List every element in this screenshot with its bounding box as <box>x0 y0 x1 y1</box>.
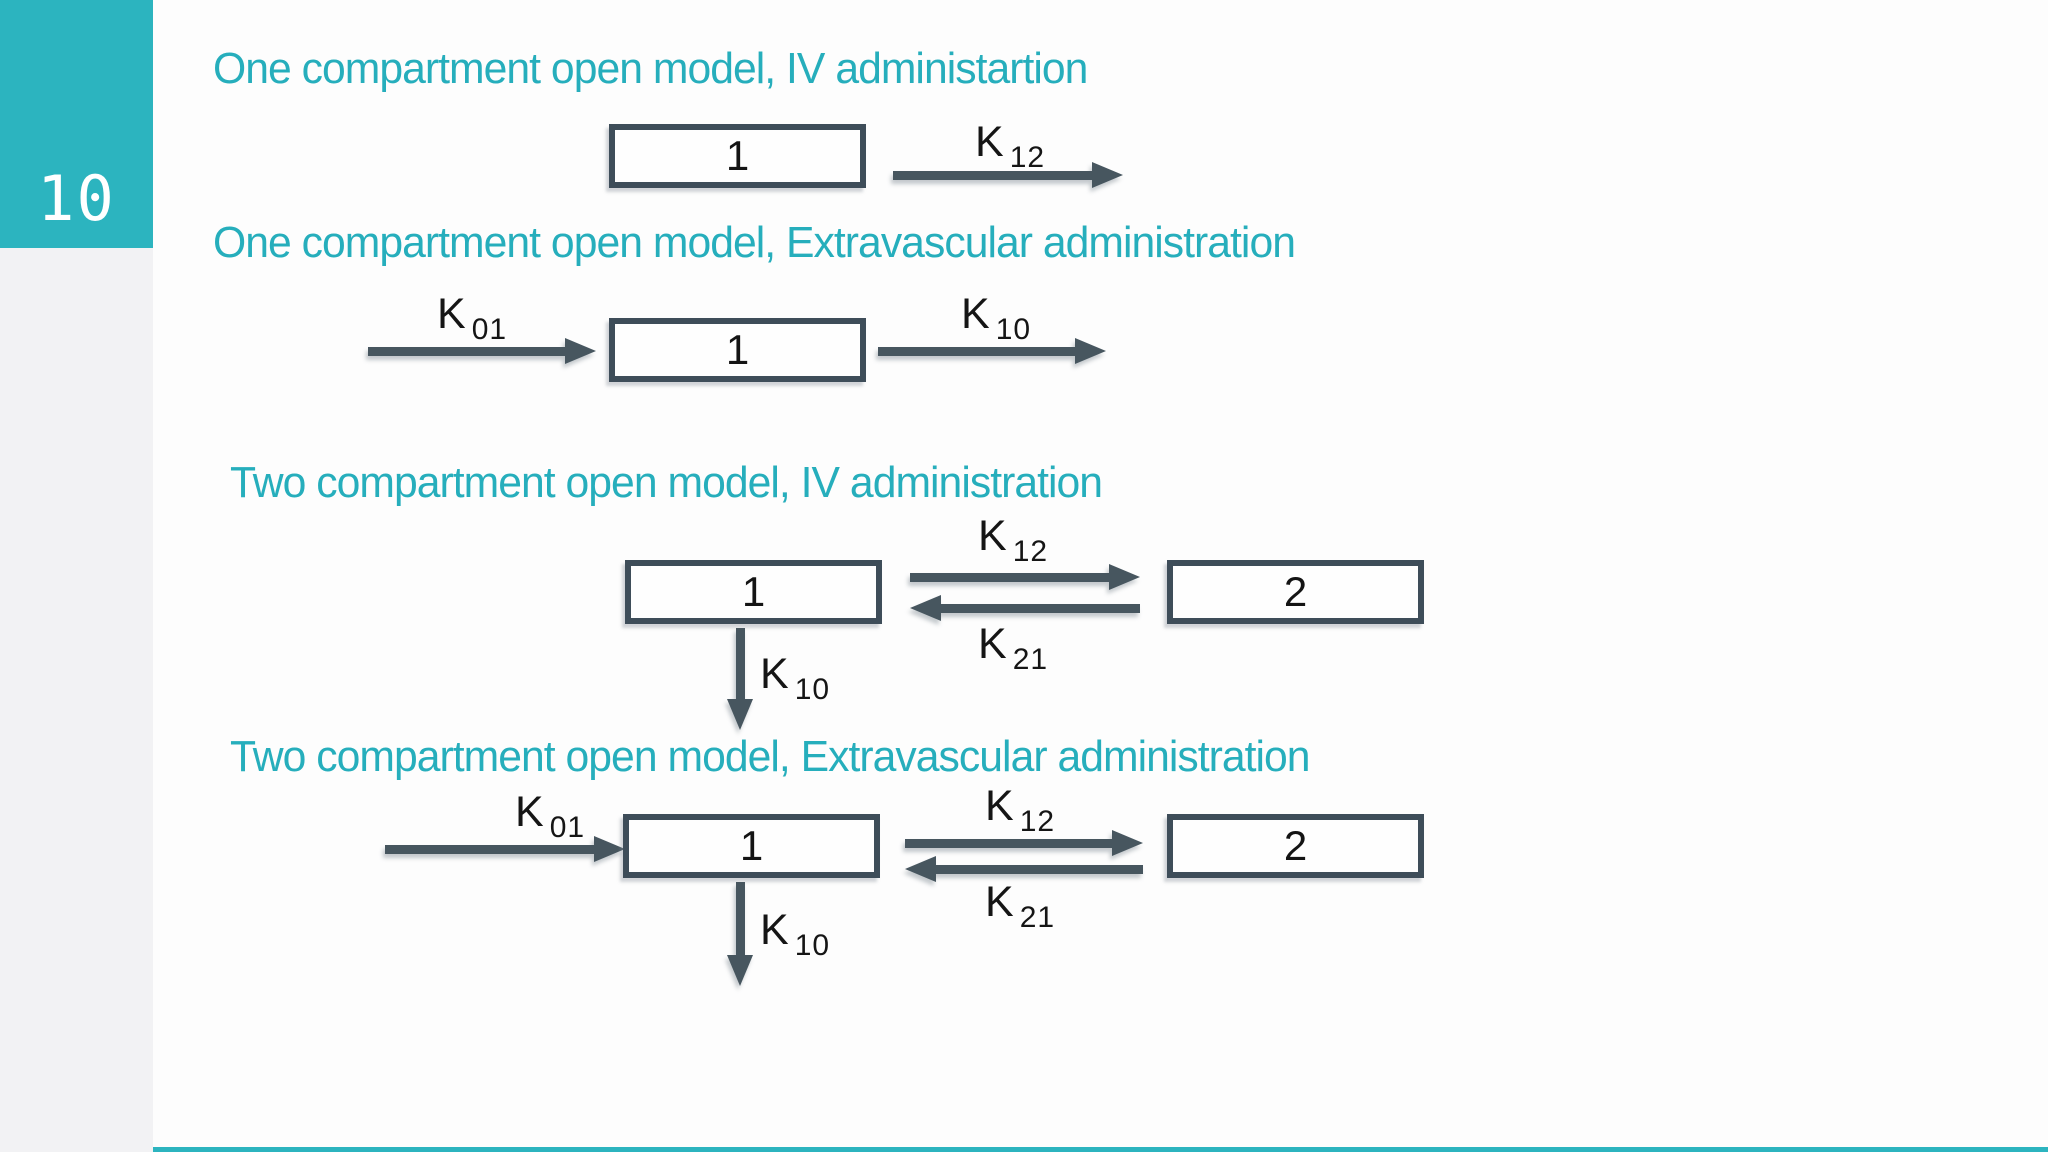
compartment-label: 1 <box>725 132 750 179</box>
bottom-accent-bar <box>153 1147 2048 1152</box>
k12-arrow <box>905 826 1143 860</box>
slide-number: 10 <box>37 162 116 235</box>
k21-arrow <box>905 852 1143 886</box>
compartment-label: 2 <box>1283 822 1308 869</box>
arrow-head-icon <box>1092 162 1123 188</box>
compartment-label: 1 <box>739 822 764 869</box>
compartment-box-1: 1 <box>623 814 880 878</box>
k01-arrow <box>368 334 596 368</box>
arrow-head-icon <box>594 836 625 862</box>
compartment-label: 1 <box>725 326 750 373</box>
compartment-box-2: 2 <box>1167 814 1424 878</box>
k10-arrow <box>723 628 757 730</box>
arrow-line <box>941 603 1140 613</box>
arrow-head-icon <box>1075 338 1106 364</box>
arrow-line <box>910 572 1109 582</box>
arrow-head-icon <box>1112 830 1143 856</box>
diagram-title: One compartment open model, IV administa… <box>213 44 1088 93</box>
arrow-line <box>878 346 1075 356</box>
compartment-label: 2 <box>1283 568 1308 615</box>
arrow-head-icon <box>910 595 941 621</box>
diagram-title: Two compartment open model, Extravascula… <box>230 732 1311 781</box>
k12-arrow <box>893 158 1123 192</box>
arrow-line <box>385 844 594 854</box>
slide-number-badge: 10 <box>0 0 153 248</box>
arrow-line <box>735 882 745 955</box>
arrow-line <box>893 170 1092 180</box>
arrow-line <box>936 864 1143 874</box>
compartment-box-1: 1 <box>609 318 866 382</box>
arrow-head-icon <box>905 856 936 882</box>
arrow-head-icon <box>1109 564 1140 590</box>
arrow-head-icon <box>727 955 753 986</box>
k21-arrow <box>910 591 1140 625</box>
k10-arrow <box>723 882 757 986</box>
diagram-title: Two compartment open model, IV administr… <box>230 458 1103 507</box>
arrow-head-icon <box>565 338 596 364</box>
arrow-line <box>905 838 1112 848</box>
arrow-line <box>735 628 745 699</box>
compartment-box-1: 1 <box>609 124 866 188</box>
arrow-head-icon <box>727 699 753 730</box>
compartment-box-2: 2 <box>1167 560 1424 624</box>
compartment-box-1: 1 <box>625 560 882 624</box>
compartment-label: 1 <box>741 568 766 615</box>
diagram-title: One compartment open model, Extravascula… <box>213 218 1296 267</box>
k12-arrow <box>910 560 1140 594</box>
k10-arrow <box>878 334 1106 368</box>
k01-arrow <box>385 832 625 866</box>
arrow-line <box>368 346 565 356</box>
